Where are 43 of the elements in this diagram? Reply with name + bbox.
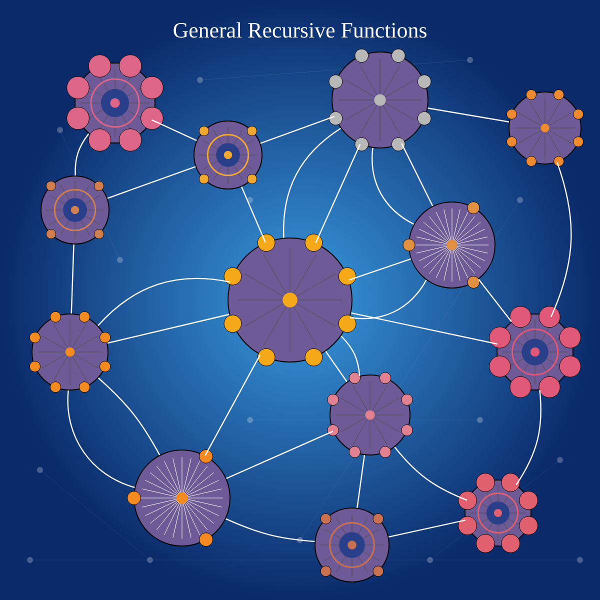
connector-line: [372, 148, 414, 225]
mandala-picture: [402, 202, 496, 288]
mandala-picture: [327, 372, 413, 458]
connector-line: [478, 279, 512, 322]
title: General Recursive Functions: [174, 22, 426, 38]
connector-line: [204, 354, 261, 456]
connector-line: [349, 258, 412, 280]
connector-line: [356, 455, 366, 508]
connector-line: [516, 390, 542, 486]
connector-line: [226, 518, 315, 542]
mandala-picture: [194, 120, 262, 190]
connector-line: [74, 133, 90, 176]
connector-line: [325, 350, 348, 382]
connector-line: [260, 116, 335, 144]
mandala-picture: [506, 89, 584, 167]
connector-line: [226, 430, 334, 479]
connector-line: [340, 336, 360, 376]
connector-line: [152, 119, 197, 142]
connector-line: [107, 166, 196, 199]
mandala-picture: [314, 508, 390, 582]
connector-line: [428, 108, 510, 122]
connector-line: [388, 520, 466, 538]
connector-line: [98, 378, 160, 456]
connector-line: [401, 143, 434, 206]
mandala-picture: [489, 306, 581, 398]
connector-line: [394, 446, 468, 501]
connector-line: [98, 278, 230, 326]
mandala-picture: [458, 473, 538, 553]
connector-line: [350, 280, 427, 320]
mandala-picture: [29, 311, 111, 393]
connector-line: [70, 244, 74, 314]
mandala-picture: [40, 176, 110, 244]
mandala-picture: [66, 54, 164, 152]
connector-line: [283, 128, 341, 238]
mandala-picture: [127, 449, 230, 547]
mandala-picture: [224, 234, 356, 366]
mandala-picture: [328, 48, 432, 152]
connector-line: [241, 186, 266, 243]
connector-line: [107, 314, 230, 344]
connector-line: [351, 312, 498, 345]
connector-line: [315, 144, 361, 244]
connector-line: [67, 390, 135, 488]
connector-line: [550, 162, 572, 318]
